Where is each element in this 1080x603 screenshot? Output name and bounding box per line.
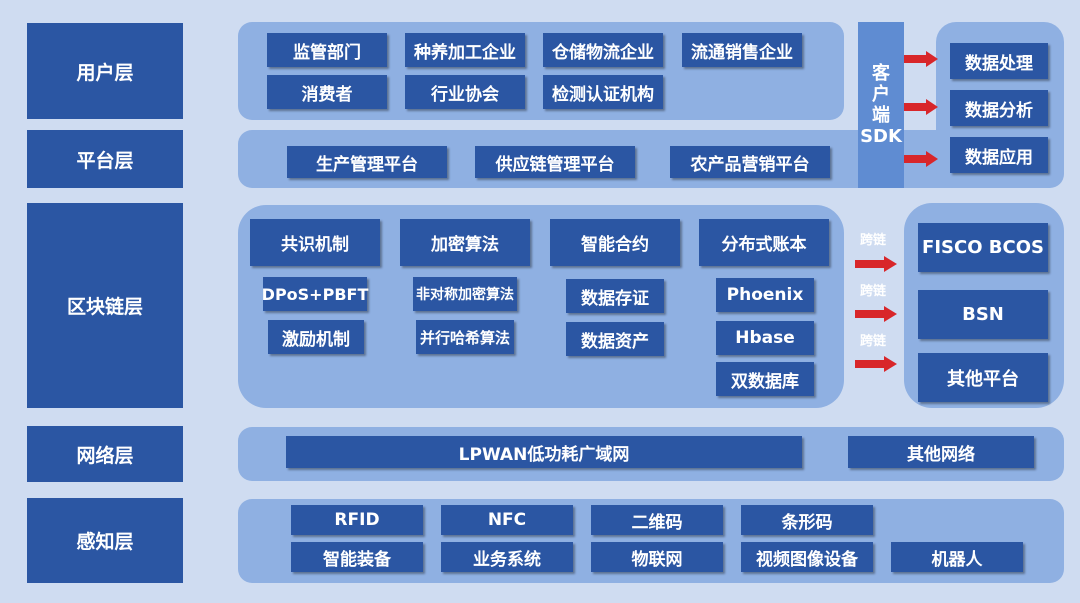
perception-box-rfid: RFID — [291, 505, 423, 535]
bc-box-phoenix: Phoenix — [716, 278, 814, 312]
chain-box-other: 其他平台 — [918, 353, 1048, 402]
bc-header-crypto: 加密算法 — [400, 219, 530, 266]
bc-header-consensus: 共识机制 — [250, 219, 380, 266]
cross-chain-label: 跨链 — [859, 284, 886, 299]
bc-box-parallel-hash: 并行哈希算法 — [416, 320, 514, 354]
layer-perception: 感知层 — [27, 498, 183, 583]
user-box-consumer: 消费者 — [267, 75, 387, 109]
arrow-right-icon — [904, 151, 938, 167]
data-box-processing: 数据处理 — [950, 43, 1048, 79]
bc-box-data-evidence: 数据存证 — [566, 279, 664, 313]
perception-box-robot: 机器人 — [891, 542, 1023, 572]
bc-header-ledger: 分布式账本 — [699, 219, 829, 266]
user-box-association: 行业协会 — [405, 75, 525, 109]
bc-box-incentive: 激励机制 — [268, 320, 364, 354]
client-sdk-char-3: 端 — [872, 105, 890, 126]
arrow-right-icon — [904, 51, 938, 67]
arrow-right-icon — [855, 306, 897, 322]
arrow-right-icon — [904, 99, 938, 115]
layer-user: 用户层 — [27, 23, 183, 119]
user-box-certification: 检测认证机构 — [543, 75, 663, 109]
cross-chain-label: 跨链 — [859, 233, 886, 248]
chain-box-fisco-bcos: FISCO BCOS — [918, 223, 1048, 272]
platform-box-supply-chain: 供应链管理平台 — [475, 146, 635, 178]
bc-box-data-asset: 数据资产 — [566, 322, 664, 356]
user-box-logistics: 仓储物流企业 — [543, 33, 663, 67]
network-box-other: 其他网络 — [848, 436, 1034, 468]
client-sdk-char-2: 户 — [872, 84, 890, 105]
data-box-analysis: 数据分析 — [950, 90, 1048, 126]
platform-box-production: 生产管理平台 — [287, 146, 447, 178]
perception-box-video-device: 视频图像设备 — [741, 542, 873, 572]
perception-box-nfc: NFC — [441, 505, 573, 535]
user-box-sales: 流通销售企业 — [682, 33, 802, 67]
platform-box-marketing: 农产品营销平台 — [670, 146, 830, 178]
bc-box-asymmetric: 非对称加密算法 — [413, 277, 517, 311]
cross-chain-label: 跨链 — [859, 334, 886, 349]
bc-box-dual-database: 双数据库 — [716, 362, 814, 396]
layer-blockchain: 区块链层 — [27, 203, 183, 408]
client-sdk-char-4: SDK — [860, 126, 902, 147]
chain-box-bsn: BSN — [918, 290, 1048, 339]
bc-box-dpos-pbft: DPoS+PBFT — [262, 277, 368, 311]
client-sdk-char-1: 客 — [872, 63, 890, 84]
bc-header-contract: 智能合约 — [550, 219, 680, 266]
arrow-right-icon — [855, 256, 897, 272]
arrow-right-icon — [855, 356, 897, 372]
user-box-processing: 种养加工企业 — [405, 33, 525, 67]
bc-box-hbase: Hbase — [716, 321, 814, 355]
perception-box-barcode: 条形码 — [741, 505, 873, 535]
perception-box-smart-equipment: 智能装备 — [291, 542, 423, 572]
user-box-regulator: 监管部门 — [267, 33, 387, 67]
layer-network: 网络层 — [27, 426, 183, 482]
perception-box-iot: 物联网 — [591, 542, 723, 572]
network-box-lpwan: LPWAN低功耗广域网 — [286, 436, 802, 468]
perception-box-qrcode: 二维码 — [591, 505, 723, 535]
client-sdk: 客 户 端 SDK — [858, 22, 904, 188]
perception-box-business-system: 业务系统 — [441, 542, 573, 572]
data-box-application: 数据应用 — [950, 137, 1048, 173]
layer-platform: 平台层 — [27, 130, 183, 188]
